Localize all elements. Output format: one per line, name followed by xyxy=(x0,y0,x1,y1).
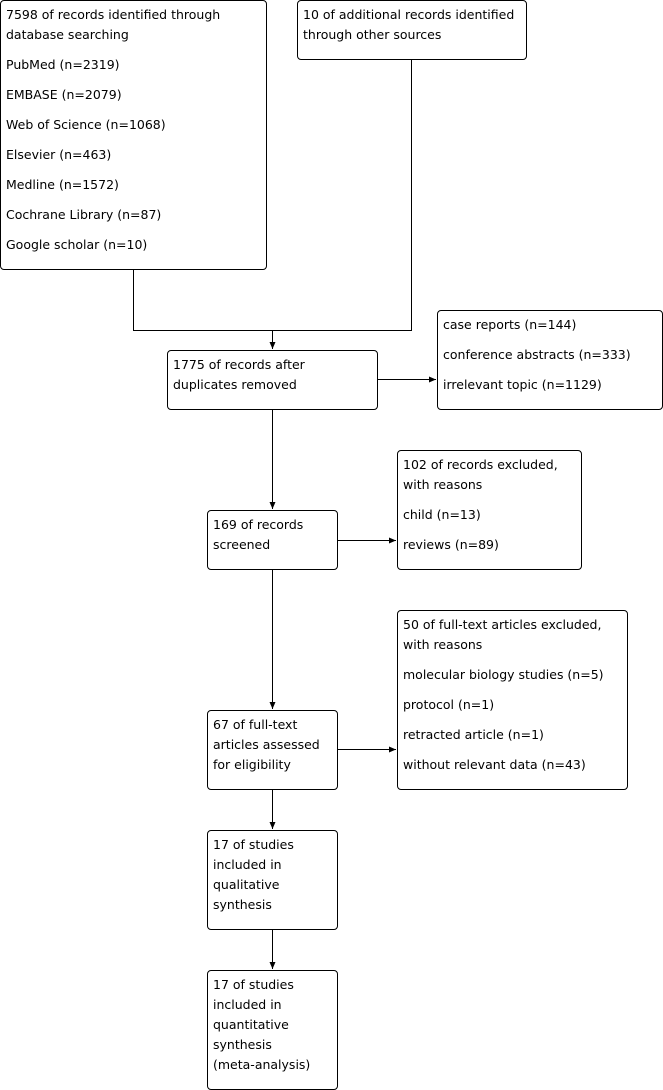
screened-line-2: screened xyxy=(213,537,271,552)
excluded-irrelevant-topic: irrelevant topic (n=1129) xyxy=(443,377,602,392)
screened-box: 169 of records screened xyxy=(207,510,338,570)
fulltext-excluded-no-data: without relevant data (n=43) xyxy=(403,757,586,772)
excluded-conference-abstracts: conference abstracts (n=333) xyxy=(443,347,631,362)
database-heading-line-1: 7598 of records identified through xyxy=(6,7,221,22)
source-embase: EMBASE (n=2079) xyxy=(6,87,122,102)
quantitative-line-3: quantitative xyxy=(213,1017,289,1032)
source-pubmed: PubMed (n=2319) xyxy=(6,57,120,72)
database-heading-line-2: database searching xyxy=(6,27,129,42)
quantitative-line-5: (meta-analysis) xyxy=(213,1057,311,1072)
duplicates-removed-box: 1775 of records after duplicates removed xyxy=(167,350,378,410)
qualitative-synthesis-box: 17 of studies included in qualitative sy… xyxy=(207,830,338,930)
eligibility-line-3: for eligibility xyxy=(213,757,291,772)
additional-records-box: 10 of additional records identified thro… xyxy=(297,0,527,60)
additional-records-line-1: 10 of additional records identified xyxy=(303,7,515,22)
database-search-box: 7598 of records identified through datab… xyxy=(0,0,267,270)
screening-excluded-child: child (n=13) xyxy=(403,507,481,522)
quantitative-synthesis-box: 17 of studies included in quantitative s… xyxy=(207,970,338,1090)
source-web-of-science: Web of Science (n=1068) xyxy=(6,117,166,132)
screening-excluded-box: 102 of records excluded, with reasons ch… xyxy=(397,450,582,570)
quantitative-line-2: included in xyxy=(213,997,282,1012)
eligibility-line-2: articles assessed xyxy=(213,737,320,752)
fulltext-excluded-molecular: molecular biology studies (n=5) xyxy=(403,667,604,682)
source-elsevier: Elsevier (n=463) xyxy=(6,147,112,162)
duplicates-removed-line-2: duplicates removed xyxy=(173,377,297,392)
connector-database-merge xyxy=(133,269,273,331)
duplicates-removed-line-1: 1775 of records after xyxy=(173,357,305,372)
connector-additional-merge xyxy=(272,59,412,331)
excluded-case-reports: case reports (n=144) xyxy=(443,317,577,332)
excluded-after-dedup-box: case reports (n=144) conference abstract… xyxy=(437,310,663,410)
quantitative-line-4: synthesis xyxy=(213,1037,272,1052)
fulltext-excluded-box: 50 of full-text articles excluded, with … xyxy=(397,610,628,790)
fulltext-excluded-heading-1: 50 of full-text articles excluded, xyxy=(403,617,602,632)
fulltext-excluded-protocol: protocol (n=1) xyxy=(403,697,495,712)
screening-excluded-reviews: reviews (n=89) xyxy=(403,537,499,552)
screened-line-1: 169 of records xyxy=(213,517,304,532)
source-google-scholar: Google scholar (n=10) xyxy=(6,237,148,252)
screening-excluded-heading-2: with reasons xyxy=(403,477,483,492)
quantitative-line-1: 17 of studies xyxy=(213,977,294,992)
fulltext-excluded-retracted: retracted article (n=1) xyxy=(403,727,544,742)
qualitative-line-1: 17 of studies xyxy=(213,837,294,852)
screening-excluded-heading-1: 102 of records excluded, xyxy=(403,457,558,472)
fulltext-excluded-heading-2: with reasons xyxy=(403,637,483,652)
eligibility-line-1: 67 of full-text xyxy=(213,717,298,732)
additional-records-line-2: through other sources xyxy=(303,27,442,42)
qualitative-line-2: included in xyxy=(213,857,282,872)
qualitative-line-3: qualitative xyxy=(213,877,280,892)
qualitative-line-4: synthesis xyxy=(213,897,272,912)
source-cochrane: Cochrane Library (n=87) xyxy=(6,207,162,222)
eligibility-box: 67 of full-text articles assessed for el… xyxy=(207,710,338,790)
source-medline: Medline (n=1572) xyxy=(6,177,119,192)
